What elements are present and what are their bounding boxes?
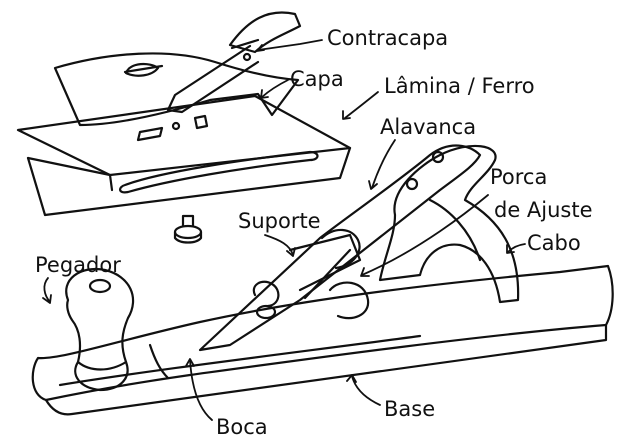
label-pegador: Pegador (35, 254, 121, 276)
label-boca: Boca (216, 416, 268, 438)
label-lamina: Lâmina / Ferro (384, 75, 535, 97)
label-cabo: Cabo (527, 232, 581, 254)
label-porca-line2: de Ajuste (494, 199, 593, 221)
label-alavanca: Alavanca (380, 116, 476, 138)
label-contracapa: Contracapa (327, 27, 448, 49)
label-porca-line1: Porca (490, 166, 547, 188)
label-capa: Capa (290, 68, 344, 90)
knob (66, 269, 133, 390)
blade-exploded (18, 96, 350, 215)
label-base: Base (384, 398, 435, 420)
cap-iron-exploded (55, 53, 298, 125)
plane-body (33, 266, 613, 414)
label-suporte: Suporte (238, 210, 321, 232)
adjusting-screw-exploded (175, 216, 201, 243)
